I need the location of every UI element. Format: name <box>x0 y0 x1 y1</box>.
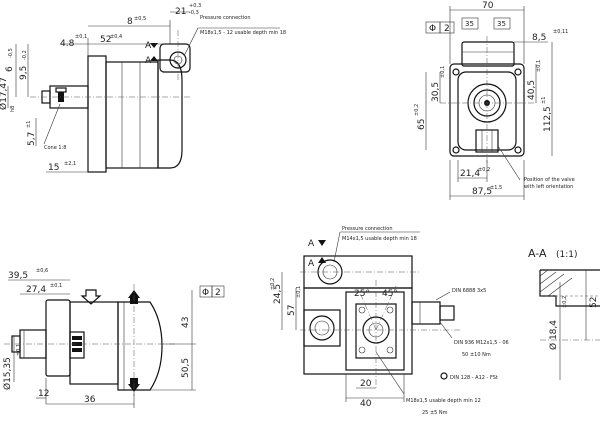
side-label-a-top: A <box>145 41 152 51</box>
side-callout-line1: Pressure connection <box>200 15 251 21</box>
bc-suction-note2: 25 ±5 Nm <box>422 410 448 416</box>
side-dim-21-tol-top: +0,3 <box>189 3 201 9</box>
front-dim-112-5: 112,5 <box>543 106 553 132</box>
front-dim-40-5-tol: ±0,1 <box>536 60 542 72</box>
bc-angle-45: 45° <box>382 289 398 299</box>
bc-dim-24-5-tol: ±0,2 <box>270 278 276 290</box>
side-dim-4-8-tol: ±0,1 <box>75 34 87 40</box>
bl-dim-39-5-tol: ±0,6 <box>36 268 48 274</box>
bottom-center-view: A A 25° 45° 24,5 ±0,2 57 ±0,1 20 40 Pres… <box>270 226 509 416</box>
bl-dim-27-4-tol: ±0,1 <box>50 283 62 289</box>
side-dim-9-5: 9,5 <box>19 66 29 80</box>
side-cone-note: Cone 1:8 <box>44 145 66 151</box>
side-dim-5-7-tol: ±1 <box>26 121 32 128</box>
bc-label-a-top: A <box>308 239 315 249</box>
bl-dim-27-4: 27,4 <box>26 285 46 295</box>
front-dim-65: 65 <box>417 119 427 130</box>
front-dim-8-5-tol: ±0,11 <box>553 29 568 35</box>
bl-dim-12: 12 <box>38 389 49 399</box>
side-label-a-bot: A <box>145 56 152 66</box>
side-dim-52: 52 <box>100 35 111 45</box>
side-dim-52-tol: ±0,4 <box>110 34 122 40</box>
bc-dim-20: 20 <box>360 379 372 389</box>
front-dim-8-5: 8,5 <box>532 33 546 43</box>
bc-din3: DIN 128 - A12 - FSt <box>450 375 498 381</box>
front-dim-35-left: 35 <box>465 20 474 28</box>
side-dim-21-tol-bot: -0,3 <box>189 10 199 16</box>
section-dim-value: Ø 18,4 <box>548 320 559 350</box>
side-dim-5-7: 5,7 <box>27 132 37 146</box>
front-dim-21-4-tol: ±0,2 <box>478 167 490 173</box>
bl-dim-15-35: Ø15,35 <box>2 357 13 390</box>
side-dim-4-8: 4.8 <box>60 39 75 49</box>
side-dim-8-tol: ±0,5 <box>134 16 146 22</box>
bl-dim-50-5: 50,5 <box>181 358 191 378</box>
bc-din2-sub: 50 ±10 Nm <box>462 352 491 358</box>
side-dim-17-47: Ø17,47 <box>0 77 9 110</box>
bc-dim-40: 40 <box>360 399 372 409</box>
bc-callout-line1: Pressure connection <box>342 226 393 232</box>
front-dim-35-right: 35 <box>497 20 506 28</box>
side-dim-15: 15 <box>48 163 59 173</box>
front-phi-symbol: Φ <box>429 24 436 34</box>
front-dim-87-5: 87,5 <box>472 187 492 197</box>
bc-din2: DIN 936 M12x1,5 - 06 <box>454 340 509 346</box>
bc-dim-24-5: 24,5 <box>273 284 283 304</box>
side-dim-17-47-tol: h8 <box>10 106 16 112</box>
side-view: A A 21 +0,3 -0,3 8 ±0,5 52 ±0,4 4.8 ±0,1… <box>0 3 286 173</box>
side-dim-6-tol: -0,5 <box>8 48 14 58</box>
bottom-left-view: 39,5 ±0,6 27,4 ±0,1 Ø15,35 ±0,1 12 36 Φ … <box>2 268 225 408</box>
front-phi-value: 2 <box>444 24 450 34</box>
section-title: A-A <box>528 247 547 260</box>
front-dim-30-5: 30,5 <box>431 82 441 102</box>
side-dim-8: 8 <box>127 17 133 27</box>
bc-label-a-bot: A <box>308 259 315 269</box>
side-dim-15-tol: ±2,1 <box>64 161 76 167</box>
section-dim-tol: ±0,2 <box>562 296 568 308</box>
bl-phi-symbol: Φ <box>202 288 209 298</box>
bl-dim-39-5: 39,5 <box>8 271 28 281</box>
bl-dim-43: 43 <box>181 317 191 328</box>
side-callout-line2: M18x1,5 - 12 usable depth min 18 <box>200 30 286 36</box>
front-view: 70 Φ 2 35 35 8,5 ±0,11 40,5 ±0,1 112,5 ±… <box>414 1 575 200</box>
front-dim-21-4: 21,4 <box>460 169 480 179</box>
front-dim-40-5: 40,5 <box>527 80 537 100</box>
front-dim-112-5-tol: ±1 <box>541 97 547 104</box>
bc-dim-57-tol: ±0,1 <box>296 286 302 298</box>
front-dim-70: 70 <box>482 1 494 11</box>
front-dim-65-tol: ±0,2 <box>414 104 420 116</box>
bl-phi-value: 2 <box>215 288 221 298</box>
front-note-line2: with left orientation <box>524 184 573 190</box>
bc-angle-25: 25° <box>354 289 370 299</box>
bc-callout-line2: M14x1,5 usable depth min 18 <box>342 236 417 242</box>
bc-dim-57: 57 <box>287 305 297 316</box>
bc-din1: DIN 6888 3x5 <box>452 288 486 294</box>
bc-suction-note1: M18x1,5 usable depth min 12 <box>406 398 481 404</box>
bl-dim-15-35-tol: ±0,1 <box>16 344 22 356</box>
front-note-line1: Position of the valve <box>524 177 575 183</box>
front-dim-87-5-tol: ±1,5 <box>490 185 502 191</box>
bl-dim-36: 36 <box>84 395 96 405</box>
side-dim-6: 6 <box>5 66 15 72</box>
side-dim-9-5-tol: -0,2 <box>22 50 28 60</box>
section-a-a: A-A (1:1) Ø 18,4 ±0,2 52 <box>528 247 600 380</box>
front-dim-30-5-tol: ±0,1 <box>440 66 446 78</box>
section-dim-52: 52 <box>589 297 599 308</box>
section-scale: (1:1) <box>556 250 578 260</box>
side-dim-21: 21 <box>175 7 186 17</box>
